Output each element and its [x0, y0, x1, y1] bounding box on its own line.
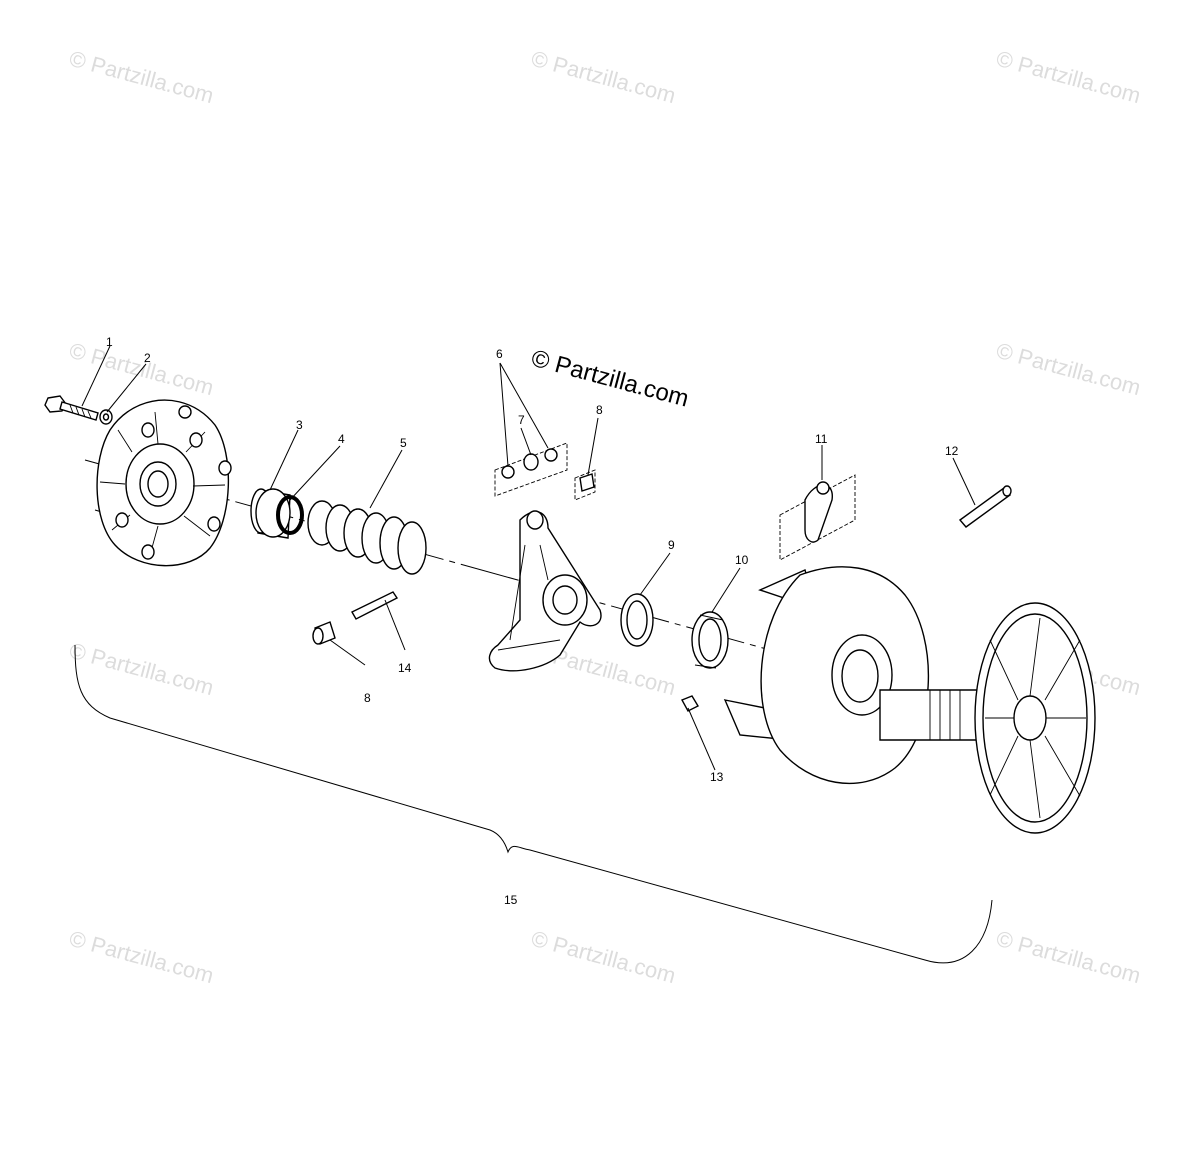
pin-part-11 — [779, 474, 856, 561]
pin-part-12 — [958, 485, 1012, 528]
callout-6: 6 — [496, 347, 503, 361]
callout-14: 14 — [398, 661, 412, 675]
callout-7: 7 — [518, 413, 525, 427]
o-ring-part-4 — [276, 495, 304, 535]
callout-10: 10 — [735, 553, 749, 567]
pin-part-14 — [351, 591, 399, 620]
watermark-text: © Partzilla.com — [994, 46, 1144, 109]
callout-8-upper: 8 — [596, 403, 603, 417]
copyright-watermark: © Partzilla.com — [528, 345, 691, 413]
callout-1: 1 — [106, 335, 113, 349]
watermark-text: © Partzilla.com — [994, 338, 1144, 401]
watermark-text: © Partzilla.com — [994, 926, 1144, 989]
watermark-text: © Partzilla.com — [67, 46, 217, 109]
callout-15: 15 — [504, 893, 518, 907]
rollers-part-6-7 — [494, 442, 568, 497]
leader-lines — [81, 345, 976, 771]
assembly-bracket — [74, 644, 993, 964]
movable-sheave — [723, 566, 930, 785]
washer-part-9 — [620, 593, 654, 647]
spider-arm-assembly — [488, 510, 602, 672]
callout-11: 11 — [815, 432, 828, 446]
nut-part-13 — [681, 695, 699, 712]
watermark-text: © Partzilla.com — [529, 46, 679, 109]
callout-5: 5 — [400, 436, 407, 450]
watermark-text: © Partzilla.com — [529, 926, 679, 989]
callout-labels: 1 2 3 4 5 6 7 8 9 10 11 12 13 14 8 15 — [106, 335, 959, 907]
button-part-8-lower — [312, 621, 336, 645]
callout-4: 4 — [338, 432, 345, 446]
watermark-text: © Partzilla.com — [67, 638, 217, 701]
callout-13: 13 — [710, 770, 724, 784]
bolt-part-1 — [44, 395, 99, 421]
callout-12: 12 — [945, 444, 959, 458]
callout-8-lower: 8 — [364, 691, 371, 705]
washer-part-2 — [99, 409, 113, 425]
watermark-text: © Partzilla.com — [67, 926, 217, 989]
clutch-cover — [96, 399, 232, 567]
bushing-part-10 — [691, 611, 729, 669]
spring-part-5 — [307, 500, 427, 575]
fixed-sheave-shaft — [879, 602, 1096, 834]
callout-3: 3 — [296, 418, 303, 432]
callout-9: 9 — [668, 538, 675, 552]
button-part-8-upper — [574, 469, 596, 501]
watermark-grid: © Partzilla.com © Partzilla.com © Partzi… — [67, 46, 1144, 989]
callout-2: 2 — [144, 351, 151, 365]
